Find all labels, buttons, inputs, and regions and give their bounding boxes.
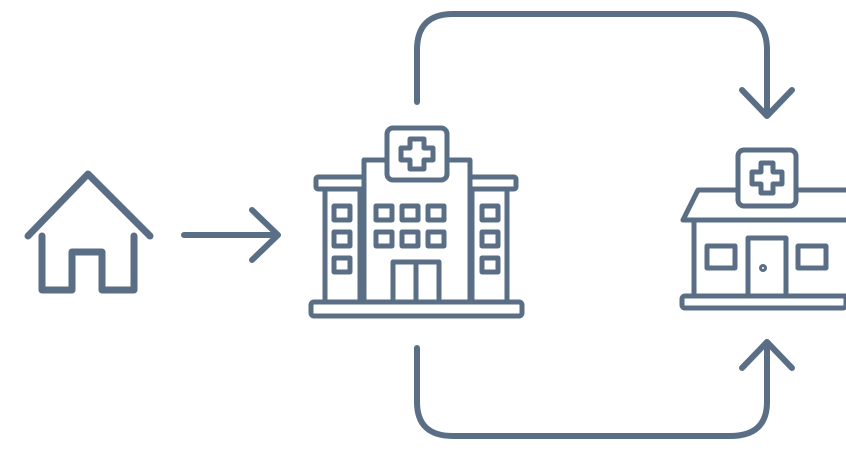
arrow-hospital-to-clinic-top xyxy=(414,11,795,119)
arrow-home-to-hospital xyxy=(181,207,281,263)
clinic-cross-icon xyxy=(735,147,799,209)
clinic-building-icon xyxy=(679,147,846,311)
hospital-cross-icon xyxy=(384,125,450,183)
arrow-hospital-to-clinic-bottom xyxy=(414,339,795,439)
hospital-building-icon xyxy=(308,125,525,319)
house-icon xyxy=(24,170,154,294)
